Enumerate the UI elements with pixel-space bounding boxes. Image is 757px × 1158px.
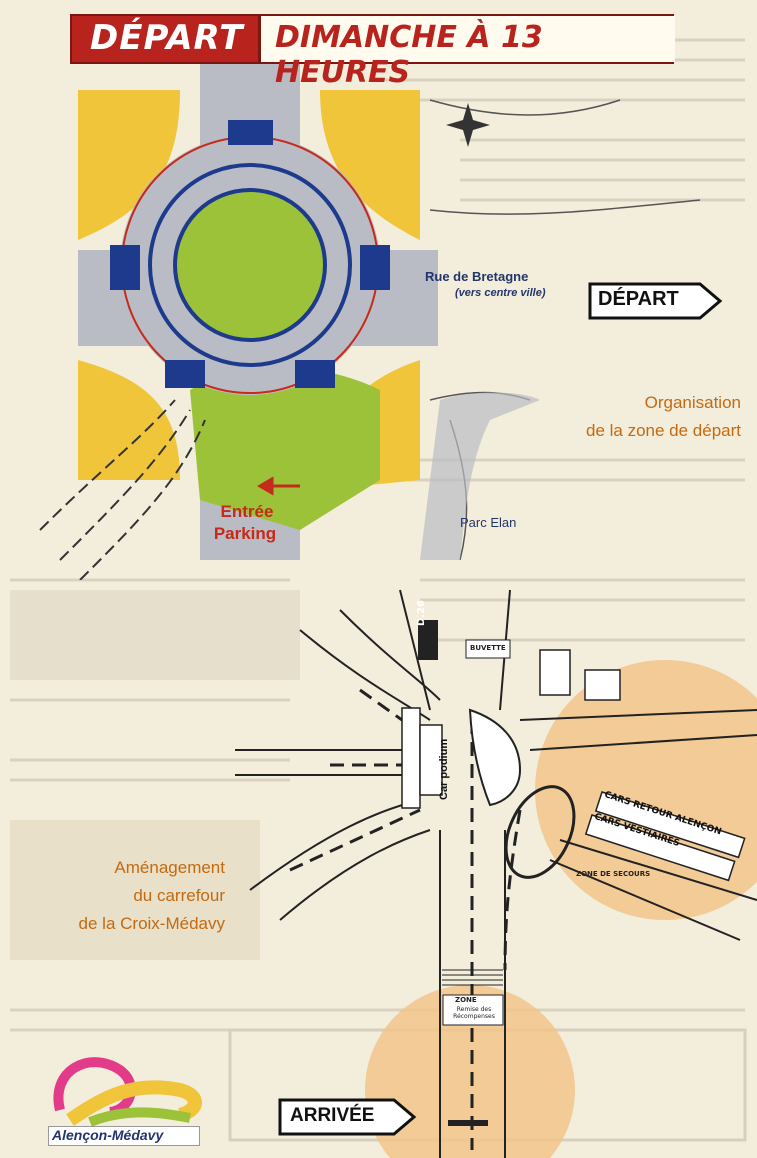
zone-secours-circle	[535, 660, 757, 920]
depart-sign: DÉPART	[588, 282, 724, 320]
zone-sub-label: Remise des Récompenses	[453, 1006, 495, 1020]
green-park	[190, 367, 380, 530]
banner-date: DIMANCHE À 13 HEURES	[275, 20, 543, 90]
caption-bottom-line3: de la Croix-Médavy	[78, 914, 225, 933]
arrivee-sign-label: ARRIVÉE	[290, 1105, 375, 1126]
caption-bottom-line1: Aménagement	[114, 858, 225, 877]
banner-depart: DÉPART	[90, 18, 244, 58]
caption-top-line2: de la zone de départ	[585, 421, 741, 440]
compass-icon	[446, 103, 490, 147]
parking-arrow-icon	[257, 476, 300, 496]
zone-secours-label: ZONE DE SECOURS	[576, 870, 651, 878]
arrivee-sign: ARRIVÉE	[278, 1098, 418, 1136]
parking-label-line1: Entrée	[220, 502, 274, 521]
finish-zone-circle	[365, 985, 575, 1158]
departure-zone-map	[39, 60, 701, 580]
logo-text: Alençon-Médavy	[52, 1127, 164, 1143]
logo-swirl-icon	[53, 1057, 202, 1127]
podium-label: Car podium	[438, 738, 450, 800]
road-d26-label: D.26	[416, 599, 427, 626]
street-label: Rue de Bretagne	[425, 269, 529, 284]
buvette-label: BUVETTE	[470, 644, 506, 652]
street-sub-label: (vers centre ville)	[455, 287, 546, 299]
banner-date-box: DIMANCHE À 13 HEURES	[258, 16, 675, 90]
roundabout-center	[173, 188, 327, 342]
caption-bottom-line2: du carrefour	[133, 886, 225, 905]
caption-top-line1: Organisation	[644, 393, 741, 412]
header-banner: DÉPART DIMANCHE À 13 HEURES	[70, 14, 675, 90]
crossroads-map	[235, 589, 757, 1158]
parc-label: Parc Elan	[460, 515, 517, 530]
event-logo: Alençon-Médavy	[40, 1040, 210, 1146]
parking-label-line2: Parking	[213, 524, 277, 543]
zone-label: ZONE	[455, 996, 477, 1004]
depart-sign-label: DÉPART	[598, 288, 679, 310]
